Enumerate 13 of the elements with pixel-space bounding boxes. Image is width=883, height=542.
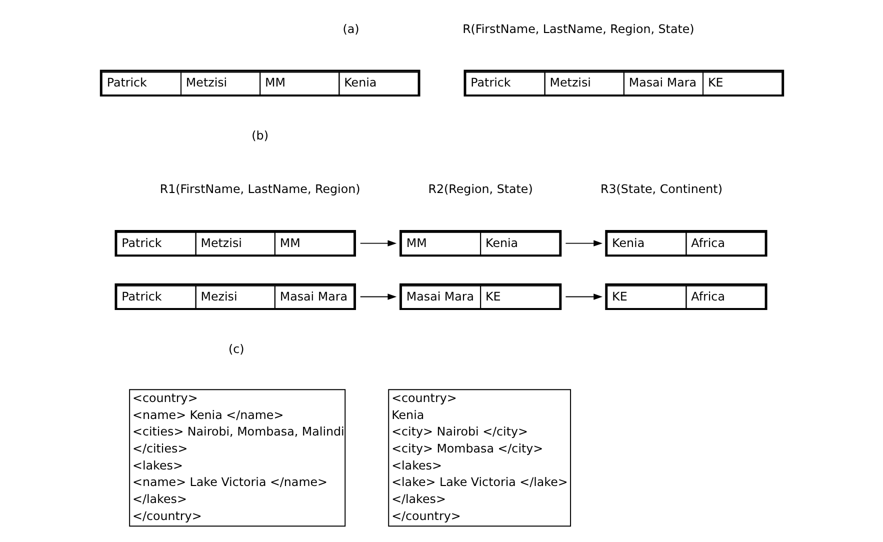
label: (a) [342,22,359,36]
label: R2(Region, State) [428,182,532,196]
node-box: <country> Kenia <city> Nairobi </city> <city> Mombasa </city> <lakes> <lake> Lake Victoria </lake> </lakes> </country> [388,389,571,527]
label: R(FirstName, LastName, Region, State) [462,22,694,36]
arrow [564,240,602,246]
label: R1(FirstName, LastName, Region) [159,182,360,196]
node-box: <country> <name> Kenia </name> <cities> Nairobi, Mombasa, Malindi </cities> <lakes> <name> Lake Victoria </name> </lakes> </country> [128,389,346,527]
label: (b) [251,128,268,143]
arrow [359,240,396,246]
arrow [564,294,602,300]
label: R3(State, Continent) [600,182,722,196]
label: (c) [228,342,244,356]
arrow [359,294,396,300]
